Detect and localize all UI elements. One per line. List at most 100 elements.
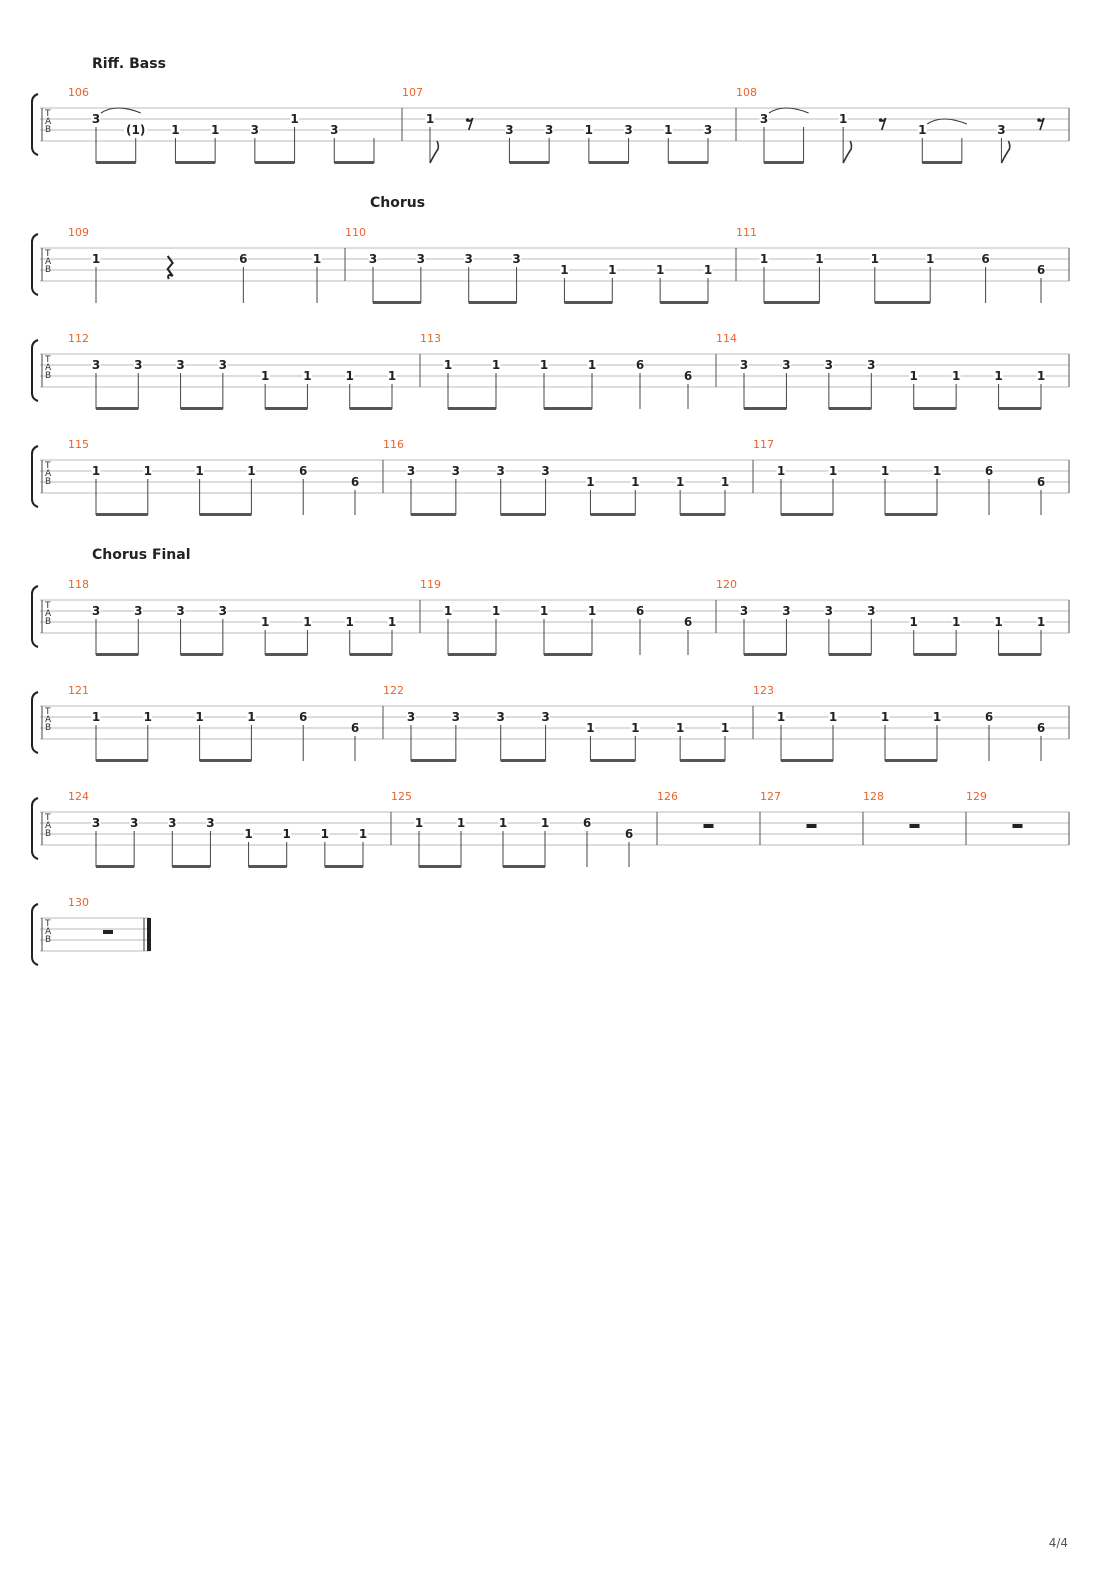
fret-background [951, 371, 961, 382]
beam [265, 407, 308, 410]
fret-background [1036, 477, 1046, 488]
fret-background [781, 360, 791, 371]
beam [500, 759, 546, 762]
fret-number: 6 [1037, 475, 1045, 489]
bar-number: 123 [753, 684, 774, 697]
fret-number: 1 [388, 369, 396, 383]
fret-background [781, 606, 791, 617]
bar-number: 115 [68, 438, 89, 451]
fret-background [866, 606, 876, 617]
beam [500, 513, 546, 516]
fret-number: 1 [541, 816, 549, 830]
fret-background [683, 617, 693, 628]
fret-number: 3 [219, 358, 227, 372]
fret-number: 1 [261, 615, 269, 629]
fret-number: 3 [92, 358, 100, 372]
fret-number: 3 [452, 464, 460, 478]
fret-number: 1 [144, 710, 152, 724]
fret-background [329, 125, 339, 136]
fret-background [1036, 265, 1046, 276]
fret-background [345, 371, 355, 382]
measure-rest [103, 930, 113, 934]
fret-background [994, 371, 1004, 382]
final-barline-thick [147, 918, 151, 951]
measure-rest [703, 824, 714, 828]
fret-number: 1 [359, 827, 367, 841]
beam [411, 759, 456, 762]
fret-background [282, 829, 292, 840]
bar-number: 117 [753, 438, 774, 451]
fret-background [443, 360, 453, 371]
fret-background [996, 125, 1006, 136]
fret-background [91, 818, 101, 829]
bar-number: 112 [68, 332, 89, 345]
fret-number: 1 [92, 464, 100, 478]
fret-number: 1 [676, 721, 684, 735]
beam [590, 759, 636, 762]
system-bracket [31, 339, 39, 402]
fret-number: 1 [426, 112, 434, 126]
fret-background [512, 254, 522, 265]
fret-background [703, 125, 713, 136]
fret-background [176, 360, 186, 371]
fret-number: 1 [492, 604, 500, 618]
fret-number: 3 [704, 123, 712, 137]
section-label: Riff. Bass [92, 56, 166, 72]
fret-background [720, 723, 730, 734]
fret-number: 3 [867, 358, 875, 372]
eighth-flag [1000, 140, 1011, 164]
fret-background [630, 477, 640, 488]
system-bracket [31, 585, 39, 648]
fret-background [358, 829, 368, 840]
fret-background [984, 712, 994, 723]
measure: 126 [657, 790, 761, 845]
bar-number: 121 [68, 684, 89, 697]
fret-number: 3 [782, 358, 790, 372]
beam [828, 407, 872, 410]
fret-background [425, 114, 435, 125]
fret-background [838, 114, 848, 125]
bar-number: 106 [68, 86, 89, 99]
fret-background [824, 360, 834, 371]
tab-clef-letter: A [45, 469, 52, 479]
beam [764, 301, 820, 304]
beam [180, 407, 223, 410]
beam [468, 301, 517, 304]
beam [588, 161, 629, 164]
fret-number: 3 [330, 123, 338, 137]
fret-number: 1 [444, 358, 452, 372]
fret-number: (1) [126, 123, 145, 137]
fret-background [320, 829, 330, 840]
fret-number: 3 [417, 252, 425, 266]
fret-background [984, 466, 994, 477]
bar-number: 126 [657, 790, 678, 803]
fret-background [703, 265, 713, 276]
bar-number: 127 [760, 790, 781, 803]
fret-background [302, 617, 312, 628]
fret-number: 1 [933, 710, 941, 724]
beam [254, 161, 295, 164]
fret-background [498, 818, 508, 829]
beam [874, 301, 931, 304]
beam [448, 407, 496, 410]
bar-number: 119 [420, 578, 441, 591]
tie-arc [100, 107, 141, 114]
beam [668, 161, 708, 164]
fret-number: 1 [247, 464, 255, 478]
fret-background [1036, 371, 1046, 382]
fret-number: 1 [586, 475, 594, 489]
fret-background [541, 466, 551, 477]
fret-number: 6 [583, 816, 591, 830]
fret-number: 1 [871, 252, 879, 266]
fret-background [345, 617, 355, 628]
fret-background [624, 125, 634, 136]
tab-clef-letter: T [44, 461, 51, 471]
